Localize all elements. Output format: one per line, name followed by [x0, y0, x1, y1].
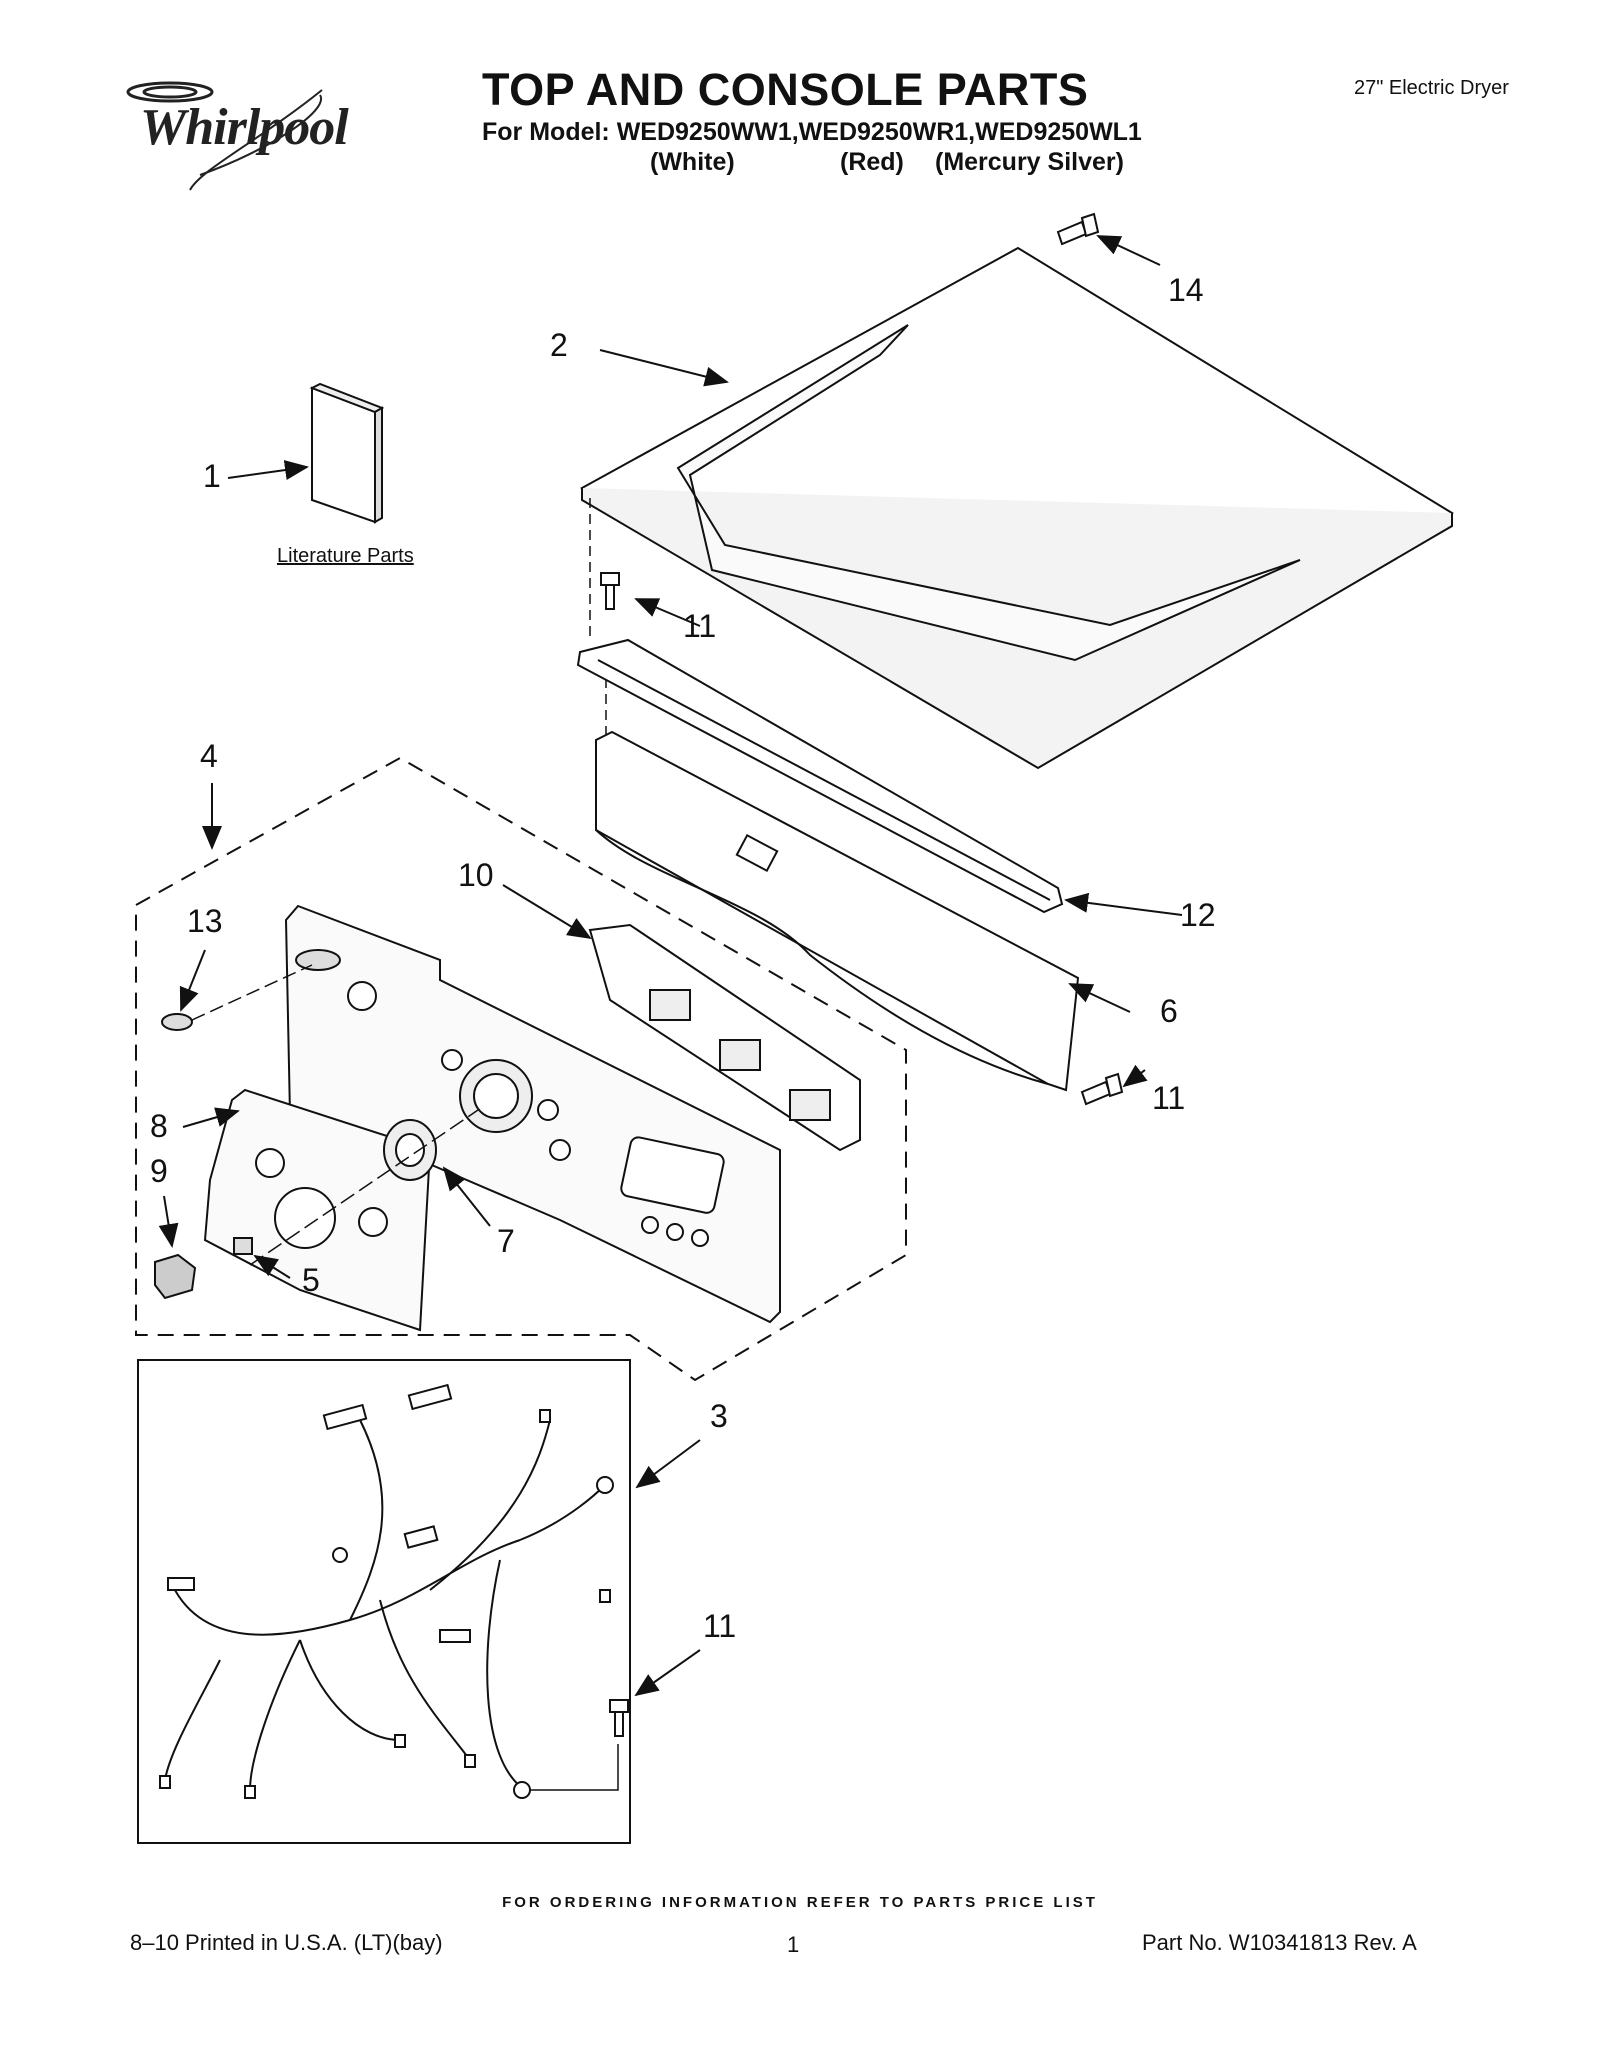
callout-11-middle: 11	[1152, 1080, 1186, 1116]
product-type: 27" Electric Dryer	[1354, 77, 1509, 99]
literature-parts-label: Literature Parts	[277, 545, 414, 567]
callout-1: 1	[203, 458, 221, 494]
leader-5	[253, 1254, 291, 1279]
callout-13: 13	[187, 903, 223, 939]
knob-9	[154, 1253, 197, 1300]
callout-5: 5	[302, 1262, 320, 1298]
harness-connectors	[159, 1383, 614, 1799]
part-number: Part No. W10341813 Rev. A	[1142, 1930, 1417, 1955]
leader-8	[182, 1107, 240, 1128]
wire-harness-box-3	[137, 1359, 631, 1844]
bezel-8	[203, 1088, 432, 1332]
callout-6: 6	[1160, 993, 1178, 1029]
callout-7: 7	[497, 1223, 515, 1259]
callout-4: 4	[200, 738, 218, 774]
leader-3	[635, 1439, 701, 1489]
leader-2	[599, 349, 729, 387]
ordering-info: FOR ORDERING INFORMATION REFER TO PARTS …	[502, 1894, 1098, 1911]
leader-6	[1068, 983, 1131, 1013]
control-board-10	[588, 923, 861, 1152]
top-panel	[579, 246, 1454, 770]
callout-14: 14	[1168, 272, 1204, 308]
screw-11-upper	[600, 572, 620, 610]
callout-2: 2	[550, 327, 568, 363]
screw-14	[1056, 212, 1100, 246]
leader-11-lower	[634, 1649, 701, 1697]
callout-10: 10	[458, 857, 494, 893]
leader-11-upper	[634, 598, 701, 627]
callout-9: 9	[150, 1153, 168, 1189]
leader-7	[442, 1166, 491, 1227]
brand-wordmark: Whirlpool	[140, 99, 349, 156]
console-panel	[284, 904, 781, 1324]
callout-12: 12	[1180, 897, 1216, 933]
leader-14	[1096, 235, 1161, 266]
clip-5	[233, 1237, 253, 1255]
console-back-6	[595, 730, 1080, 1092]
console-assembly-boundary-4	[135, 756, 907, 1382]
page-number: 1	[787, 1932, 800, 1957]
wire-harness-3	[164, 1419, 606, 1791]
callout-11-lower: 11	[703, 1608, 737, 1644]
whirlpool-logo	[126, 81, 323, 191]
bracket-rail-12	[576, 638, 1064, 914]
leader-10	[502, 884, 592, 940]
model-line: For Model: WED9250WW1,WED9250WR1,WED9250…	[482, 118, 1142, 146]
leader-11-middle	[1122, 1064, 1148, 1088]
callout-11-upper: 11	[683, 608, 717, 644]
callout-8: 8	[150, 1108, 168, 1144]
leader-1	[227, 460, 309, 480]
screw-11-lower	[609, 1699, 629, 1737]
color-red: (Red)	[840, 148, 904, 176]
badge-13	[161, 1013, 193, 1031]
page-title: TOP AND CONSOLE PARTS	[482, 64, 1089, 115]
print-info: 8–10 Printed in U.S.A. (LT)(bay)	[130, 1930, 443, 1955]
leader-9	[158, 1195, 179, 1248]
leader-13	[179, 949, 206, 1012]
color-white: (White)	[650, 148, 735, 176]
encoder-7	[383, 1119, 437, 1181]
literature-part	[309, 382, 385, 524]
screw-11-middle	[1080, 1072, 1124, 1106]
leader-12	[1064, 892, 1183, 916]
callout-3: 3	[710, 1398, 728, 1434]
color-mercury-silver: (Mercury Silver)	[935, 148, 1124, 176]
